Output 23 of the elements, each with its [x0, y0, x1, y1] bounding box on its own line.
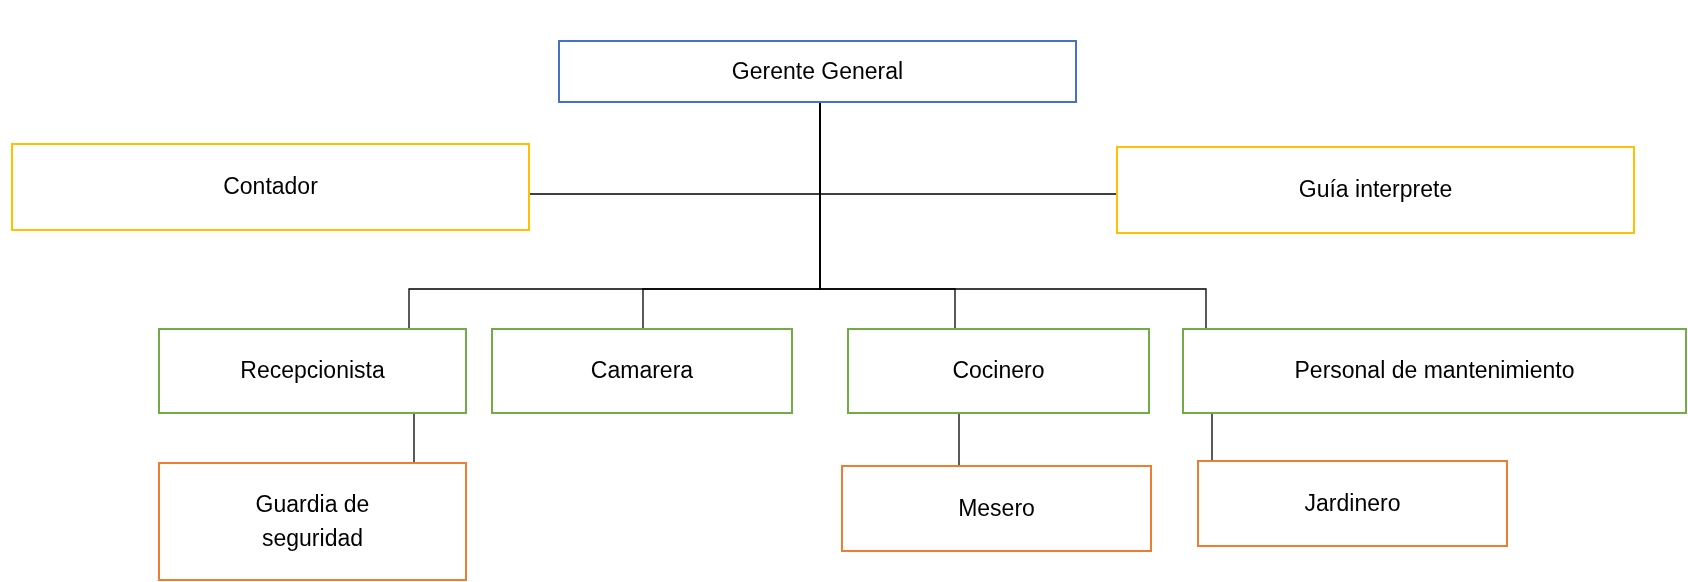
org-box — [558, 40, 1077, 103]
role-label: Guía interprete — [1298, 175, 1453, 205]
role-label: Recepcionista — [240, 356, 385, 386]
role-label: Gerente General — [731, 56, 904, 86]
role-label: Contador — [223, 172, 318, 202]
org-box — [158, 328, 467, 414]
org-box — [1182, 328, 1687, 414]
role-label: Guardia de seguridad — [254, 490, 371, 553]
role-label: Mesero — [958, 493, 1035, 523]
org-box — [1116, 146, 1635, 234]
org-box — [11, 143, 530, 231]
role-label: Jardinero — [1304, 488, 1401, 518]
connector-line — [1211, 413, 1213, 461]
role-label: Camarera — [590, 356, 694, 386]
connector-line — [958, 413, 960, 466]
org-box — [841, 465, 1152, 552]
org-box — [1197, 460, 1508, 547]
role-label: Personal de mantenimiento — [1294, 356, 1575, 386]
role-label: Cocinero — [952, 356, 1045, 386]
org-box — [491, 328, 793, 414]
org-box — [847, 328, 1150, 414]
connector-line — [413, 413, 415, 463]
org-box — [158, 462, 467, 581]
